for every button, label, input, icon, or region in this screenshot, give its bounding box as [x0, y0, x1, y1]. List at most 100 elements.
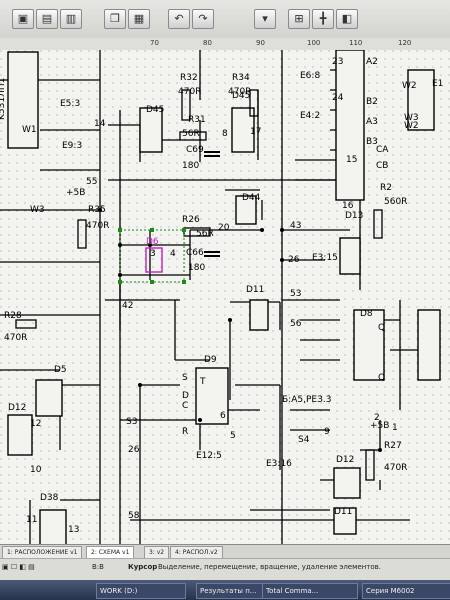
dropdown-icon[interactable]: ▾: [254, 9, 276, 29]
chip-body-e1: [407, 69, 435, 131]
selected-gate-d6: [145, 247, 163, 273]
gate-body-d12b: [333, 467, 361, 499]
schematic-label: C66: [186, 248, 204, 258]
schematic-label: S: [182, 373, 188, 383]
flipflop-body: [417, 309, 441, 381]
schematic-label: E3:16: [266, 459, 292, 469]
schematic-label: 20: [218, 223, 230, 233]
junction-dot: [260, 228, 264, 232]
taskbar-item[interactable]: WORK (D:): [96, 583, 186, 599]
save-icon[interactable]: ▤: [36, 9, 58, 29]
schematic-label: 26: [128, 445, 140, 455]
resistor: [181, 89, 191, 121]
grid-background: [0, 50, 450, 544]
schematic-label: S4: [298, 435, 310, 445]
component-icon[interactable]: ⊞: [288, 9, 310, 29]
selection-handle: [150, 228, 154, 232]
schematic-label: E1: [432, 79, 443, 89]
junction-dot: [280, 258, 284, 262]
schematic-label: 16: [342, 201, 354, 211]
schematic-label: 9: [324, 427, 330, 437]
wire-icon[interactable]: ╋: [312, 9, 334, 29]
schematic-label: 10: [30, 465, 42, 475]
ruler-tick: 70: [150, 39, 159, 47]
schematic-label: D9: [204, 355, 217, 365]
resistor: [77, 219, 87, 249]
schematic-label: 56R: [182, 129, 200, 139]
resistor: [373, 209, 383, 239]
flipflop-body-d9: [195, 367, 229, 425]
status-cursor-label: Курсор: [128, 563, 158, 571]
print-icon[interactable]: ▥: [60, 9, 82, 29]
junction-dot: [118, 273, 122, 277]
schematic-label: 42: [122, 301, 133, 311]
schematic-label: W2: [404, 121, 419, 131]
flipflop-body-d8: [353, 309, 385, 381]
selection-handle: [118, 228, 122, 232]
ruler-tick: 80: [203, 39, 212, 47]
status-bar: ▣ ☐ ◧ ▤ Курсор Выделение, перемещение, в…: [0, 558, 450, 581]
schematic-label: D44: [242, 193, 261, 203]
schematic-label: R32: [180, 73, 198, 83]
schematic-label: 13: [68, 525, 79, 535]
redo-icon[interactable]: ↷: [192, 9, 214, 29]
schematic-label: 24: [332, 93, 344, 103]
schematic-label: W1: [22, 125, 37, 135]
junction-dot: [198, 418, 202, 422]
schematic-label: CB: [376, 161, 388, 171]
schematic-label: S3: [126, 417, 137, 427]
schematic-label: R31: [188, 115, 206, 125]
schematic-label: 560R: [384, 197, 407, 207]
schematic-label: 3: [150, 249, 156, 259]
chip-body-mux: [335, 49, 365, 201]
gate-body-d12: [7, 414, 33, 456]
gate-body-d11b: [333, 507, 357, 535]
schematic-label: Q: [378, 373, 385, 383]
schematic-label: E4:2: [300, 111, 320, 121]
schematic-label: 470R: [4, 333, 27, 343]
open-icon[interactable]: ▣: [12, 9, 34, 29]
selection-handle: [150, 280, 154, 284]
taskbar-item[interactable]: Total Comma...: [262, 583, 358, 599]
schematic-label: 470R: [228, 87, 251, 97]
undo-icon[interactable]: ↶: [168, 9, 190, 29]
schematic-label: D38: [40, 493, 59, 503]
gate-body-d45b: [231, 107, 255, 153]
junction-dot: [378, 448, 382, 452]
ruler-tick: 120: [398, 39, 412, 47]
taskbar-item[interactable]: Серия M6002: [362, 583, 450, 599]
schematic-label: C: [182, 401, 188, 411]
resistor: [365, 449, 375, 481]
toolbar: ▣▤▥ ❐▦ ↶↷ ▾ ⊞╋◧: [0, 0, 450, 39]
schematic-label: D5: [54, 365, 67, 375]
schematic-label: R26: [182, 215, 200, 225]
schematic-label: 53: [290, 289, 301, 299]
status-coords: B:B: [92, 563, 104, 571]
schematic-label: R27: [384, 441, 402, 451]
schematic-label: D11: [334, 507, 352, 517]
schematic-label: D13: [345, 211, 363, 221]
schematic-label: E3:15: [312, 253, 338, 263]
schematic-label: 11: [26, 515, 37, 525]
schematic-label: R34: [232, 73, 250, 83]
gate-body-d11: [249, 299, 269, 331]
schematic-label: 12: [30, 419, 41, 429]
schematic-label: W3: [404, 113, 419, 123]
schematic-label: R2: [380, 183, 392, 193]
net-icon[interactable]: ◧: [336, 9, 358, 29]
selection-handle: [182, 228, 186, 232]
schematic-label: 43: [290, 221, 301, 231]
schematic-label: E5:3: [60, 99, 80, 109]
schematic-label: 56R: [196, 229, 214, 239]
taskbar-item[interactable]: Результаты п...: [196, 583, 264, 599]
schematic-label: D45: [146, 105, 164, 115]
copy-icon[interactable]: ❐: [104, 9, 126, 29]
paste-icon[interactable]: ▦: [128, 9, 150, 29]
schematic-label: A2: [366, 57, 378, 67]
schematic-label: 17: [250, 127, 261, 137]
schematic-label: 55: [86, 177, 97, 187]
